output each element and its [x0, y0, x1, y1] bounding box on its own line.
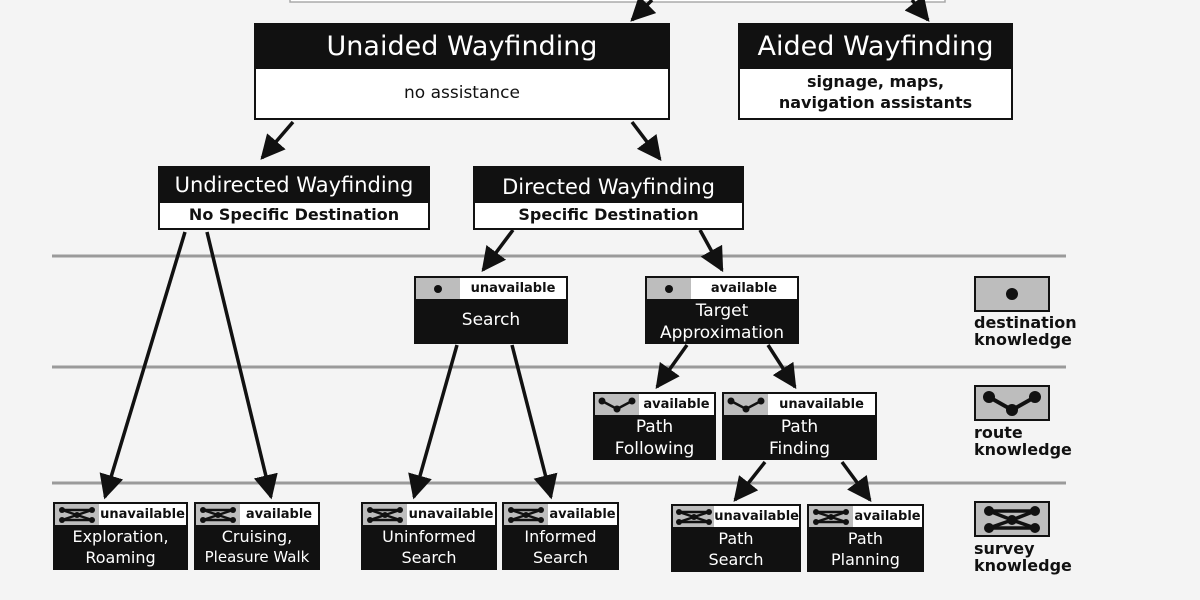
route-icon: [724, 394, 768, 415]
survey-icon: [196, 504, 240, 525]
destination-knowledge-line1: destination: [974, 313, 1077, 332]
arrow-to-undirected: [260, 120, 295, 160]
route-knowledge-label: route knowledge: [974, 424, 1072, 458]
cruising-label-1: Cruising,: [221, 527, 293, 546]
arrow-to-path-following: [655, 343, 689, 389]
path-planning-label-1: Path: [847, 529, 884, 548]
exploration-label-2: Roaming: [85, 548, 156, 567]
path-search-node: unavailable Path Search: [671, 504, 801, 572]
route-icon: [595, 394, 639, 415]
path-finding-status: unavailable: [779, 397, 864, 412]
top-frame-edge: [289, 0, 946, 3]
cruising-label-2: Pleasure Walk: [204, 548, 310, 566]
path-planning-label-2: Planning: [831, 550, 900, 569]
directed-wayfinding-subtitle: Specific Destination: [475, 203, 742, 228]
informed-search-status: available: [549, 507, 616, 522]
target-approximation-status: available: [710, 281, 778, 296]
destination-knowledge-icon: [974, 276, 1050, 312]
exploration-node: unavailable Exploration, Roaming: [53, 502, 188, 570]
cruising-node: available Cruising, Pleasure Walk: [194, 502, 320, 570]
unaided-wayfinding-title: Unaided Wayfinding: [256, 25, 668, 69]
uninformed-search-label-2: Search: [401, 548, 457, 567]
exploration-label-1: Exploration,: [72, 527, 169, 546]
informed-search-node: available Informed Search: [502, 502, 619, 570]
survey-icon: [673, 506, 715, 527]
directed-wayfinding-box: Directed Wayfinding Specific Destination: [473, 166, 744, 230]
arrow-to-search: [481, 228, 515, 272]
path-following-label-1: Path: [635, 417, 674, 437]
survey-knowledge-line2: knowledge: [974, 556, 1072, 575]
search-status: unavailable: [470, 281, 556, 296]
path-finding-node: unavailable Path Finding: [722, 392, 877, 460]
unaided-wayfinding-box: Unaided Wayfinding no assistance: [254, 23, 670, 120]
target-approximation-node: available Target Approximation: [645, 276, 799, 344]
path-planning-status: available: [854, 509, 921, 524]
path-following-status: available: [643, 397, 710, 412]
destination-icon: [647, 278, 691, 299]
arrow-to-cruising: [205, 231, 278, 500]
target-approximation-label-1: Target: [695, 301, 749, 321]
arrow-to-exploration: [99, 231, 187, 500]
arrow-to-uninformed: [408, 344, 459, 500]
undirected-wayfinding-subtitle: No Specific Destination: [160, 203, 428, 228]
path-search-label-1: Path: [718, 529, 754, 548]
search-node: unavailable Search: [414, 276, 568, 344]
route-knowledge-icon: [974, 385, 1050, 421]
aided-wayfinding-title: Aided Wayfinding: [740, 25, 1011, 69]
search-label: Search: [461, 310, 521, 330]
path-finding-label-1: Path: [780, 417, 819, 437]
target-approximation-label-2: Approximation: [659, 323, 785, 343]
survey-knowledge-icon: [974, 501, 1050, 537]
survey-knowledge-line1: survey: [974, 539, 1035, 558]
survey-knowledge-label: survey knowledge: [974, 540, 1072, 574]
route-knowledge-line2: knowledge: [974, 440, 1072, 459]
destination-knowledge-line2: knowledge: [974, 330, 1072, 349]
directed-wayfinding-title: Directed Wayfinding: [475, 168, 742, 203]
destination-icon: [416, 278, 460, 299]
uninformed-search-status: unavailable: [408, 507, 494, 522]
arrow-to-informed: [510, 344, 558, 500]
arrow-to-directed: [630, 120, 662, 161]
arrow-to-unaided: [630, 0, 657, 22]
informed-search-label-1: Informed: [524, 527, 597, 546]
informed-search-label-2: Search: [533, 548, 588, 567]
undirected-wayfinding-title: Undirected Wayfinding: [160, 168, 428, 203]
exploration-status: unavailable: [100, 507, 185, 522]
path-planning-node: available Path Planning: [807, 504, 924, 572]
route-knowledge-line1: route: [974, 423, 1023, 442]
path-following-label-2: Following: [614, 439, 695, 459]
aided-wayfinding-subtitle-1: signage, maps,: [740, 69, 1011, 93]
destination-knowledge-label: destination knowledge: [974, 314, 1077, 348]
survey-icon: [363, 504, 407, 525]
aided-wayfinding-box: Aided Wayfinding signage, maps, navigati…: [738, 23, 1013, 120]
uninformed-search-node: unavailable Uninformed Search: [361, 502, 497, 570]
path-finding-label-2: Finding: [768, 439, 831, 459]
path-search-label-2: Search: [708, 550, 764, 569]
uninformed-search-label-1: Uninformed: [382, 527, 476, 546]
arrow-to-target: [698, 229, 724, 273]
arrow-to-path-planning: [840, 460, 872, 502]
arrow-to-aided: [904, 0, 930, 22]
aided-wayfinding-subtitle-2: navigation assistants: [740, 93, 1011, 117]
survey-icon: [504, 504, 548, 525]
survey-icon: [809, 506, 853, 527]
path-following-node: available Path Following: [593, 392, 716, 460]
path-search-status: unavailable: [714, 509, 799, 524]
arrow-to-path-search: [733, 460, 767, 502]
cruising-status: available: [245, 507, 313, 522]
unaided-wayfinding-subtitle: no assistance: [256, 69, 668, 118]
arrow-to-path-finding: [766, 344, 797, 390]
undirected-wayfinding-box: Undirected Wayfinding No Specific Destin…: [158, 166, 430, 230]
survey-icon: [55, 504, 99, 525]
